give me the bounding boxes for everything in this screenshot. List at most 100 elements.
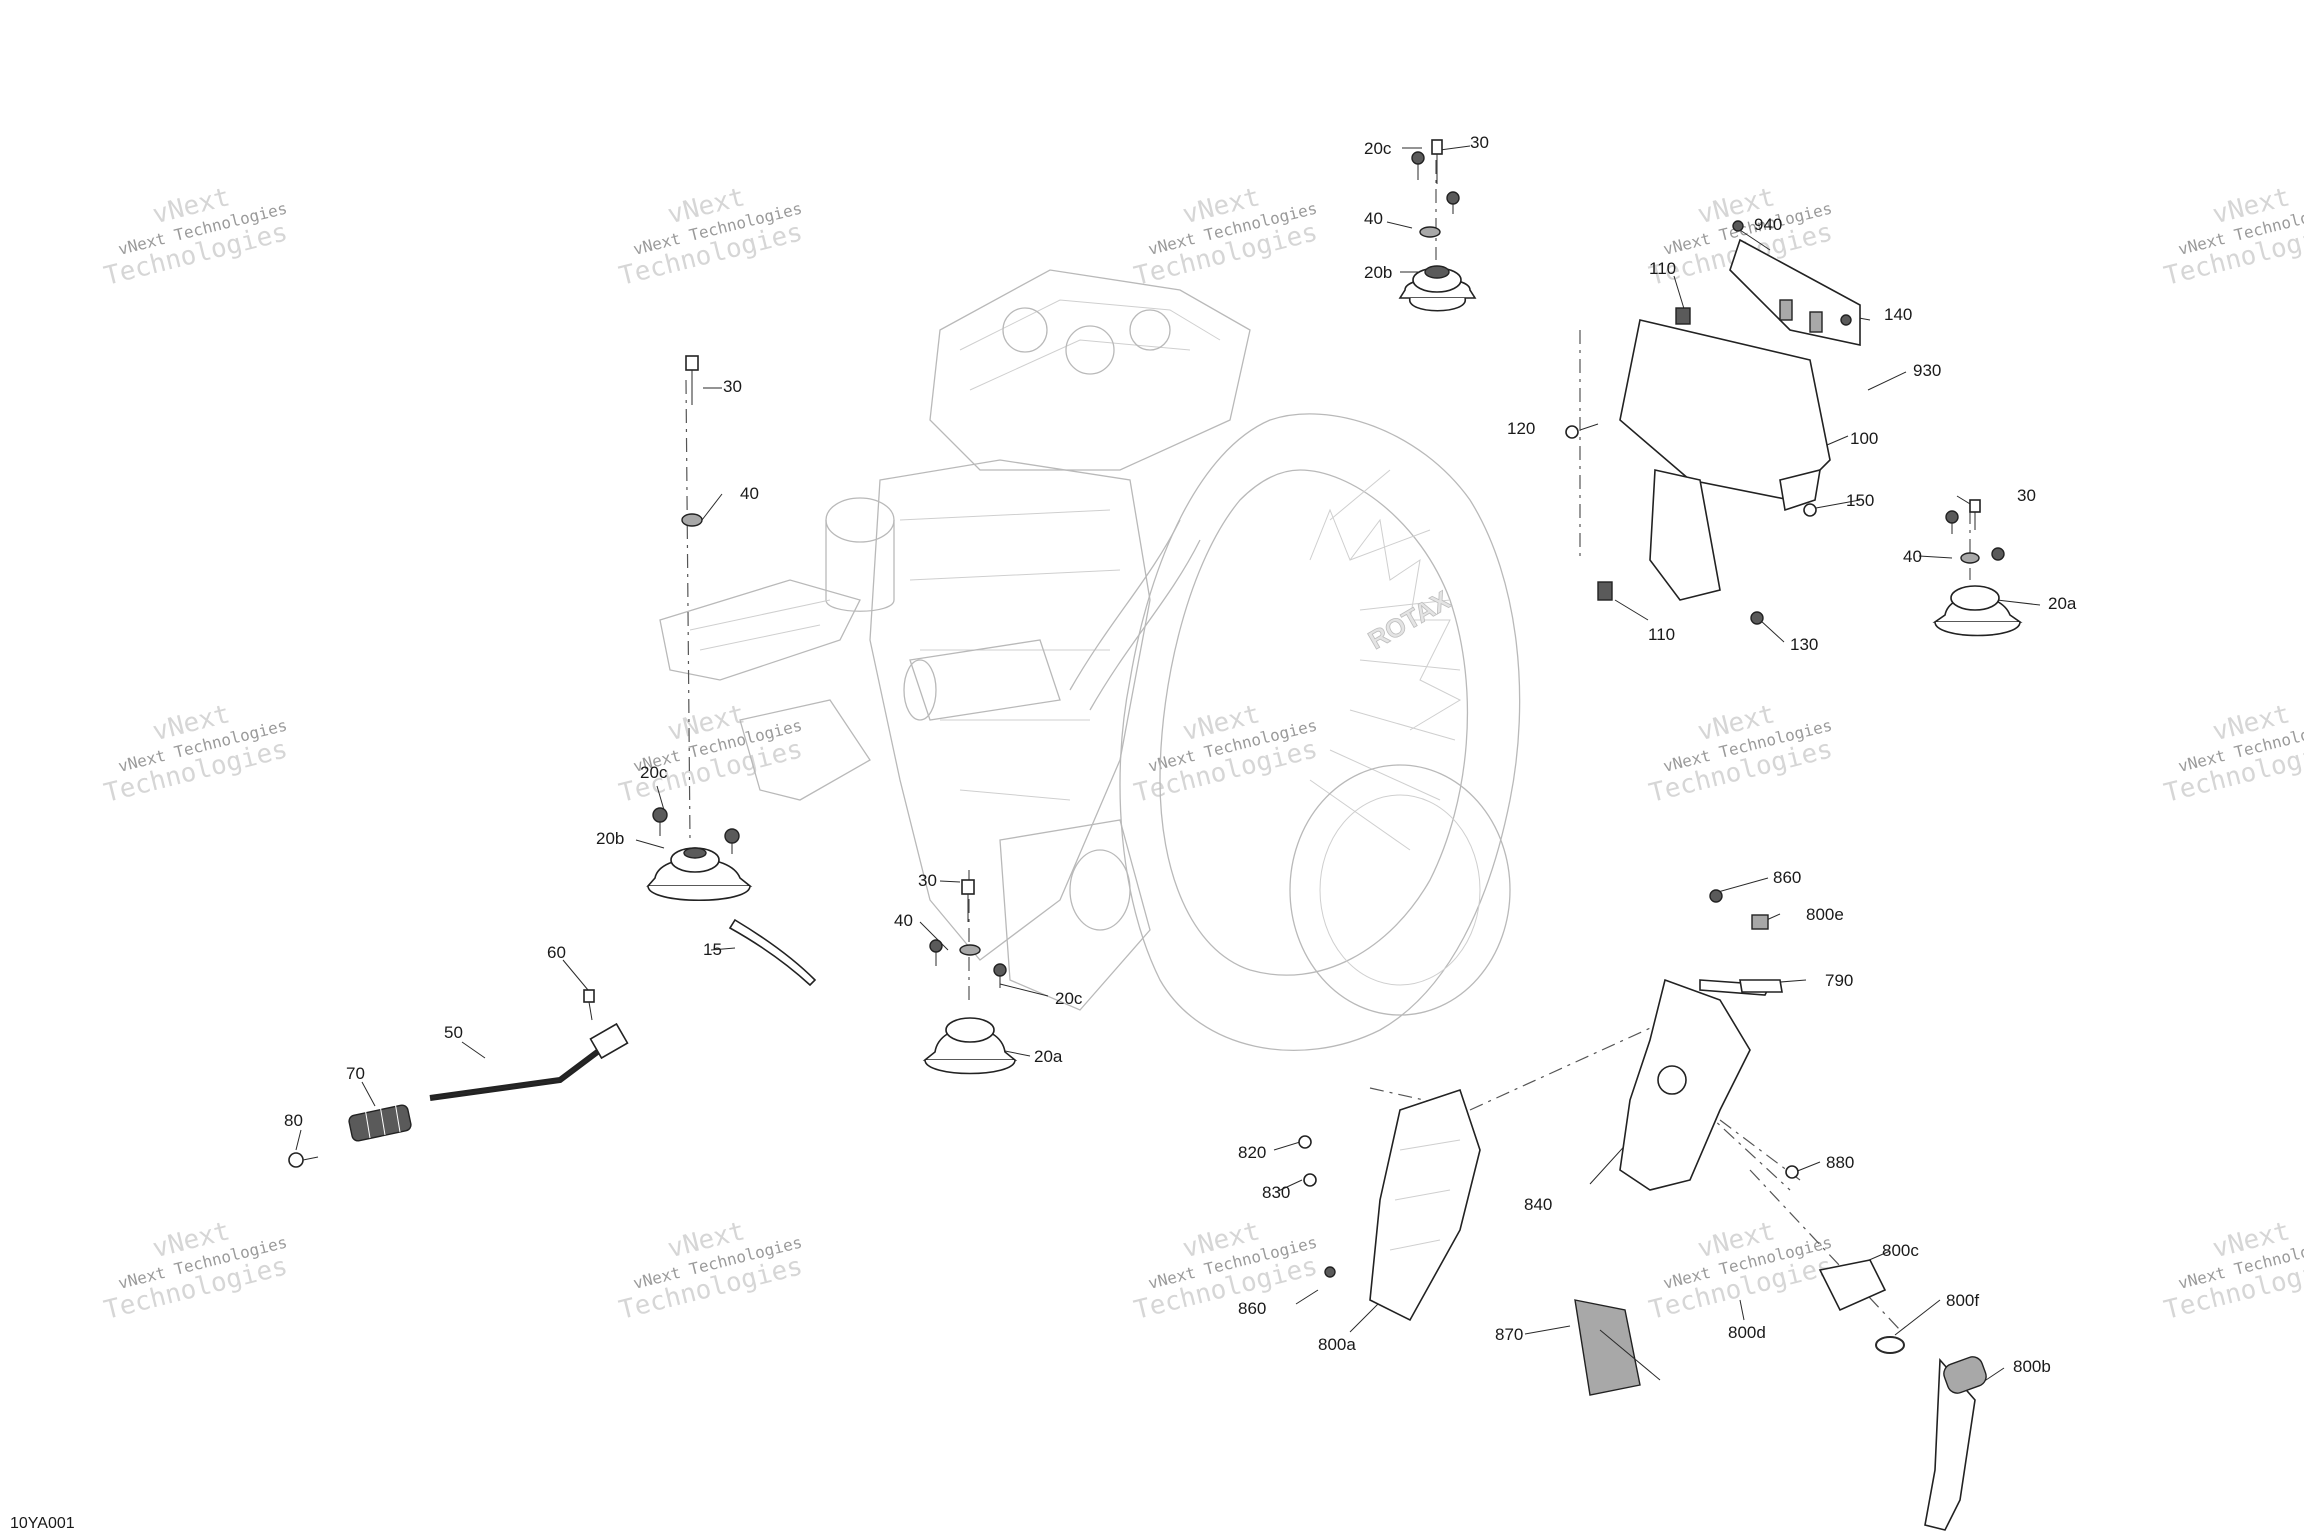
callout-20b-left: 20b [596, 829, 624, 848]
callout-840: 840 [1524, 1195, 1552, 1214]
bolt-20c-right-2 [1991, 547, 2005, 561]
bolt-20c-mid-2 [993, 963, 1007, 988]
nut-800e [1751, 914, 1769, 930]
callout-800e: 800e [1806, 905, 1844, 924]
callout-40-top: 40 [1364, 209, 1383, 228]
bolt-860-top [1709, 889, 1723, 903]
callout-20c-left: 20c [640, 763, 668, 782]
shifter-bracket-840 [1619, 978, 1772, 1191]
bolt-30-mid [961, 879, 975, 922]
ecm-bracket-100 [1619, 319, 1831, 601]
clip-110-a [1675, 307, 1691, 325]
screw-80 [288, 1152, 319, 1168]
callout-70: 70 [346, 1064, 365, 1083]
lever-800b [1924, 1356, 1987, 1531]
callout-30-right: 30 [2017, 486, 2036, 505]
callout-860-top: 860 [1773, 868, 1801, 887]
bolt-20c-top [1411, 151, 1425, 180]
bracket-790 [1739, 979, 1783, 993]
callout-40-mid: 40 [894, 911, 913, 930]
bolt-20c-left-2 [724, 828, 740, 854]
shift-rod-50 [429, 1022, 629, 1101]
callout-20c-top: 20c [1364, 139, 1392, 158]
grip-70 [348, 1101, 412, 1142]
bolt-860-bottom [1324, 1266, 1336, 1278]
ecm-cover-930 [1729, 238, 1861, 346]
callout-150: 150 [1846, 491, 1874, 510]
callout-40-left: 40 [740, 484, 759, 503]
callout-800d: 800d [1728, 1323, 1766, 1342]
engine-assembly-drawing: ROTAX [659, 269, 1521, 1052]
bolt-30-right [1969, 499, 1981, 530]
callout-15: 15 [703, 940, 722, 959]
callout-800b: 800b [2013, 1357, 2051, 1376]
callout-110-a: 110 [1649, 259, 1676, 278]
clip-110-b [1597, 581, 1613, 601]
plate-800c [1818, 1259, 1887, 1312]
screw-940 [1732, 220, 1744, 232]
callout-20a-mid: 20a [1034, 1047, 1063, 1066]
callout-790: 790 [1825, 971, 1853, 990]
engine-mount-20b-top [1398, 265, 1477, 312]
washer-40-mid [959, 944, 981, 956]
screw-130 [1750, 611, 1764, 625]
screw-140 [1840, 314, 1852, 326]
callout-930: 930 [1913, 361, 1941, 380]
strap-15 [728, 918, 817, 987]
engine-mount-20b-left [646, 847, 753, 902]
callout-870: 870 [1495, 1325, 1523, 1344]
diagram-code: 10YA001 [10, 1515, 75, 1532]
callout-20c-mid: 20c [1055, 989, 1083, 1008]
washer-40-right [1960, 552, 1980, 564]
callout-110-b: 110 [1648, 625, 1675, 644]
callout-820: 820 [1238, 1143, 1266, 1162]
screw-120 [1565, 425, 1579, 439]
shifter-housing-800a [1369, 1088, 1481, 1322]
callout-40-right: 40 [1903, 547, 1922, 566]
callout-130: 130 [1790, 635, 1818, 654]
bolt-60 [583, 989, 595, 1021]
callout-20a-right: 20a [2048, 594, 2077, 613]
callout-120: 120 [1507, 419, 1535, 438]
callout-80: 80 [284, 1111, 303, 1130]
engine-mount-20a-right [1932, 585, 2023, 637]
callout-60: 60 [547, 943, 566, 962]
engine-mount-20a-mid [922, 1017, 1018, 1075]
screw-150 [1803, 503, 1817, 517]
screw-830 [1303, 1173, 1317, 1187]
callout-860-bottom: 860 [1238, 1299, 1266, 1318]
bolt-20c-top-2 [1446, 191, 1460, 214]
callout-140: 140 [1884, 305, 1912, 324]
callout-20b-top: 20b [1364, 263, 1392, 282]
plate-870 [1574, 1299, 1661, 1396]
bolt-30-left [685, 355, 699, 405]
callout-800c: 800c [1882, 1241, 1919, 1260]
callout-940: 940 [1754, 215, 1782, 234]
bolt-30-top [1431, 139, 1443, 184]
callout-30-top: 30 [1470, 133, 1489, 152]
bolt-20c-mid [929, 939, 943, 966]
washer-40-left [681, 513, 703, 527]
washer-40-top [1419, 226, 1441, 238]
callout-800f: 800f [1946, 1291, 1979, 1310]
callout-880: 880 [1826, 1153, 1854, 1172]
callout-830: 830 [1262, 1183, 1290, 1202]
callout-30-left: 30 [723, 377, 742, 396]
oring-800f [1875, 1336, 1905, 1354]
callout-30-mid: 30 [918, 871, 937, 890]
